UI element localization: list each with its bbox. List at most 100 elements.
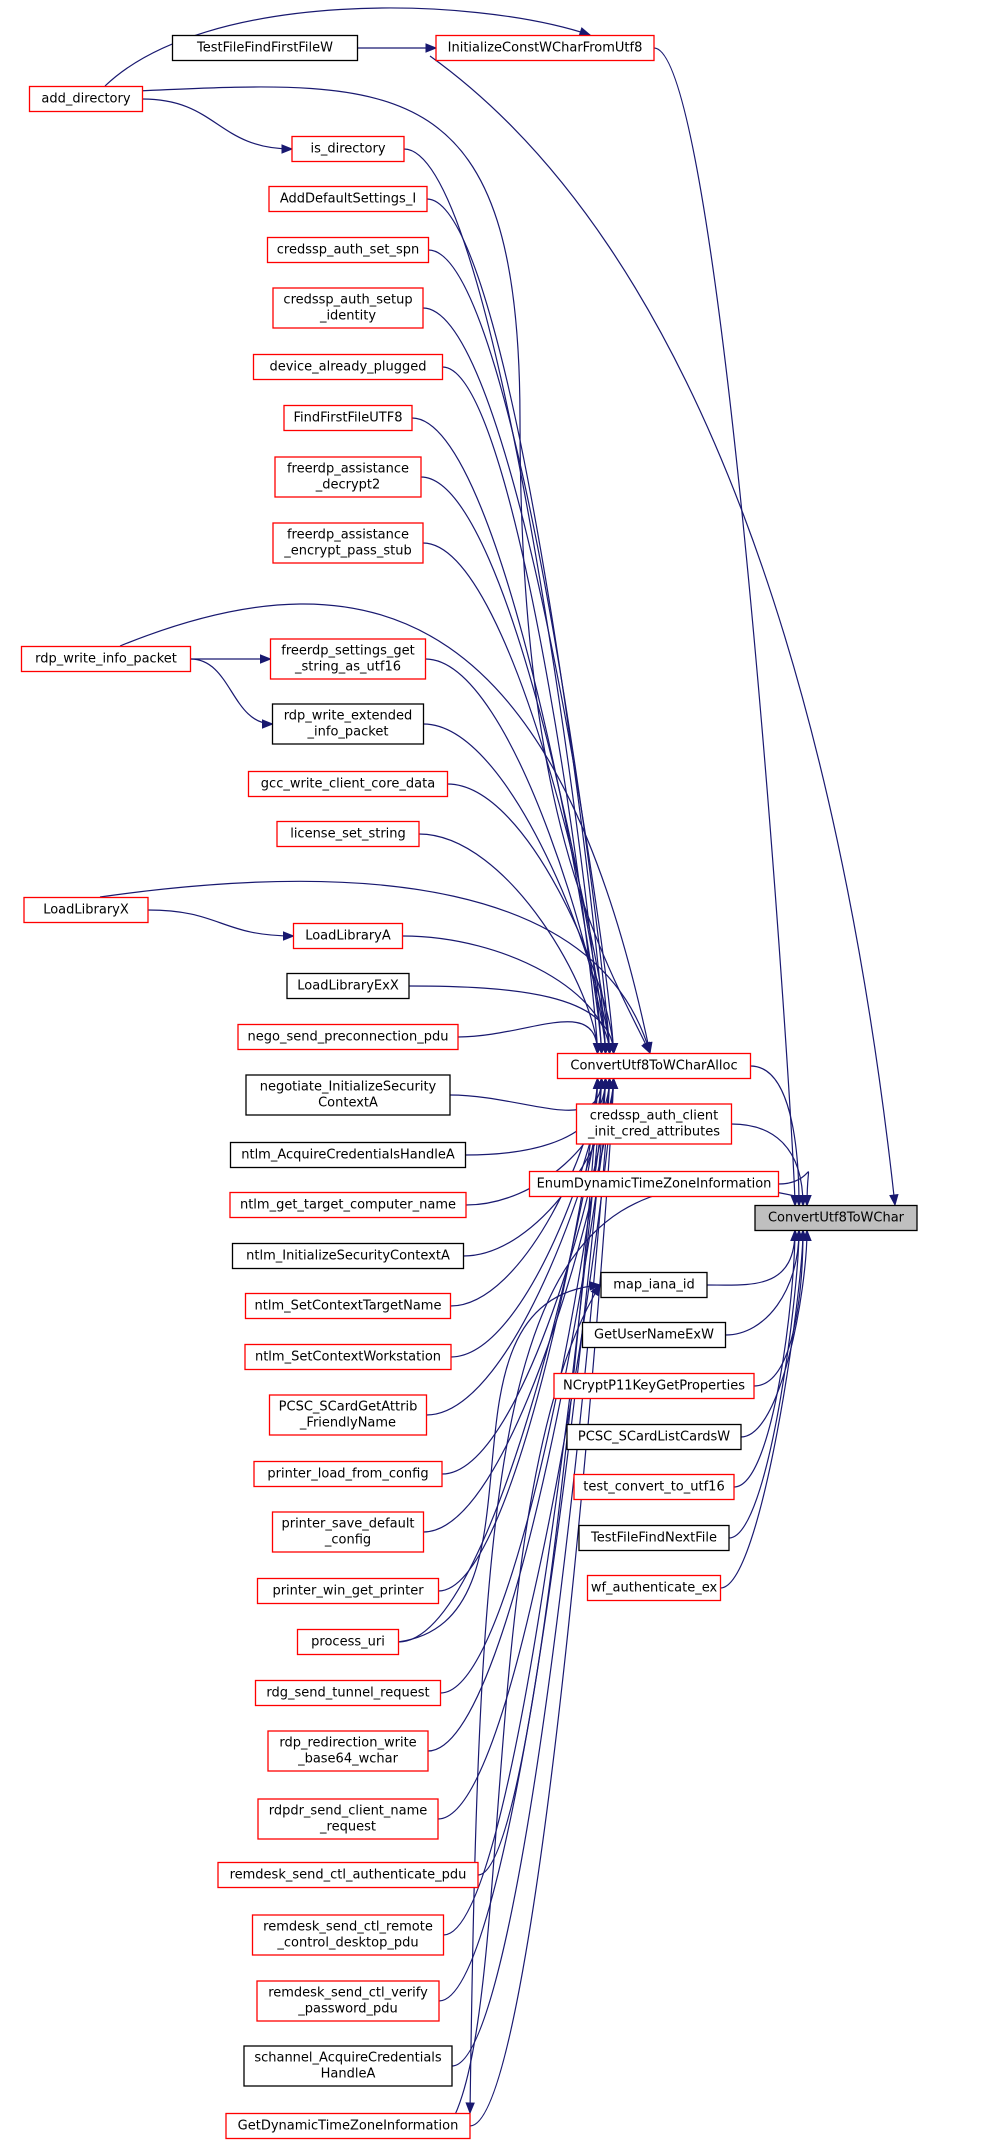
edge-n_caicca-to-n_focus [731, 1123, 804, 1206]
node-label: ConvertUtf8ToWCharAlloc [570, 1059, 737, 1074]
node-box [244, 1292, 452, 1320]
node-credssp-auth-setup-identity[interactable]: credssp_auth_setup_identity [272, 287, 424, 329]
node-testfilefindnextfile[interactable]: TestFileFindNextFile [578, 1524, 730, 1552]
node-rdg-send-tunnel-request[interactable]: rdg_send_tunnel_request [254, 1679, 442, 1707]
edge-n_nach-to-n_alloc [465, 1078, 607, 1156]
node-ntlm-initializesecuritycontexta[interactable]: ntlm_InitializeSecurityContextA [231, 1242, 465, 1270]
node-box [578, 1524, 730, 1552]
node-label: schannel_AcquireCredentials [254, 2051, 442, 2066]
node-box [286, 972, 410, 1000]
node-label: freerdp_settings_get [281, 644, 414, 659]
arrowhead-n_tffff-to-n_focus [889, 1194, 899, 1207]
node-box [272, 287, 424, 329]
node-pcsc-scardgetattrib-friendlyname[interactable]: PCSC_SCardGetAttrib_FriendlyName [268, 1394, 428, 1436]
node-add-directory[interactable]: add_directory [28, 85, 144, 113]
node-label: HandleA [321, 2067, 376, 2082]
edge-n_ngtcn-to-n_alloc [465, 1078, 611, 1206]
node-testfilefindfirstfilew[interactable]: TestFileFindFirstFileW [171, 34, 359, 62]
node-rdp-redirection-write-base64-wchar[interactable]: rdp_redirection_write_base64_wchar [267, 1730, 429, 1772]
node-label: PCSC_SCardGetAttrib [279, 1400, 418, 1415]
node-box [28, 85, 144, 113]
node-license-set-string[interactable]: license_set_string [276, 820, 420, 848]
node-loadlibraryx[interactable]: LoadLibraryX [23, 896, 149, 924]
node-map-iana-id[interactable]: map_iana_id [600, 1271, 708, 1299]
node-ntlm-get-target-computer-name[interactable]: ntlm_get_target_computer_name [229, 1191, 467, 1219]
node-label: printer_load_from_config [267, 1467, 428, 1482]
node-label: LoadLibraryExX [297, 979, 399, 994]
node-label: freerdp_assistance [287, 528, 409, 543]
node-rdp-write-extended-info-packet[interactable]: rdp_write_extended_info_packet [271, 703, 425, 745]
node-nego-send-preconnection-pdu[interactable]: nego_send_preconnection_pdu [237, 1023, 459, 1051]
node-loadlibrarya[interactable]: LoadLibraryA [292, 922, 404, 950]
node-negotiate-initializesecuritycontexta[interactable]: negotiate_InitializeSecurityContextA [245, 1074, 451, 1116]
node-label: _FriendlyName [299, 1416, 396, 1431]
node-ntlm-setcontexttargetname[interactable]: ntlm_SetContextTargetName [244, 1292, 452, 1320]
edge-n_lla-to-n_alloc [402, 935, 611, 1054]
node-adddefaultsettings-i[interactable]: AddDefaultSettings_I [268, 185, 428, 213]
node-freerdp-assistance-decrypt2[interactable]: freerdp_assistance_decrypt2 [274, 456, 422, 498]
node-printer-save-default-config[interactable]: printer_save_default_config [271, 1511, 425, 1553]
arrowhead-n_edtzi-to-n_focus [802, 1195, 812, 1207]
node-box [271, 703, 425, 745]
node-box [754, 1204, 918, 1232]
node-printer-win-get-printer[interactable]: printer_win_get_printer [256, 1577, 440, 1605]
node-findfirstfileutf8[interactable]: FindFirstFileUTF8 [283, 404, 413, 432]
node-ntlm-acquirecredentialshandlea[interactable]: ntlm_AcquireCredentialsHandleA [229, 1141, 467, 1169]
node-ncryptp11keygetproperties[interactable]: NCryptP11KeyGetProperties [553, 1372, 755, 1400]
node-gcc-write-client-core-data[interactable]: gcc_write_client_core_data [247, 770, 449, 798]
node-label: credssp_auth_client [590, 1109, 719, 1124]
node-label: EnumDynamicTimeZoneInformation [537, 1177, 772, 1192]
node-rdp-write-info-packet[interactable]: rdp_write_info_packet [20, 645, 192, 673]
node-remdesk-send-ctl-verify-password-pdu[interactable]: remdesk_send_ctl_verify_password_pdu [256, 1980, 440, 2022]
node-loadlibraryexx[interactable]: LoadLibraryExX [286, 972, 410, 1000]
node-box [276, 820, 420, 848]
node-box [229, 1191, 467, 1219]
node-rdpdr-send-client-name-request[interactable]: rdpdr_send_client_name_request [257, 1798, 439, 1840]
node-freerdp-assistance-encrypt-pass-stub[interactable]: freerdp_assistance_encrypt_pass_stub [272, 522, 424, 564]
node-freerdp-settings-get-string-as-utf16[interactable]: freerdp_settings_get_string_as_utf16 [269, 638, 427, 680]
node-box [247, 770, 449, 798]
node-schannel-acquirecredentialshandlea[interactable]: schannel_AcquireCredentialsHandleA [243, 2045, 453, 2087]
node-test-convert-to-utf16[interactable]: test_convert_to_utf16 [573, 1473, 735, 1501]
edge-n_tffnf-to-n_focus [728, 1230, 800, 1539]
node-remdesk-send-ctl-remote-control-desktop-pdu[interactable]: remdesk_send_ctl_remote_control_desktop_… [251, 1914, 445, 1956]
node-ntlm-setcontextworkstation[interactable]: ntlm_SetContextWorkstation [244, 1343, 452, 1371]
edge-n_fsgs-to-n_alloc [425, 658, 607, 1054]
node-credssp-auth-client-init-cred-attributes[interactable]: credssp_auth_client_init_cred_attributes [575, 1103, 733, 1145]
edge-n_sach-to-n_alloc [451, 1078, 611, 2067]
node-wf-authenticate-ex[interactable]: wf_authenticate_ex [586, 1574, 722, 1602]
node-pcsc-scardlistcardsw[interactable]: PCSC_SCardListCardsW [566, 1423, 742, 1451]
node-label: freerdp_assistance [287, 462, 409, 477]
node-printer-load-from-config[interactable]: printer_load_from_config [253, 1460, 443, 1488]
node-box [292, 922, 404, 950]
edge-n_tctu-to-n_focus [733, 1230, 796, 1488]
node-getdynamictimezoneinformation[interactable]: GetDynamicTimeZoneInformation [225, 2112, 471, 2140]
arrowhead-n_rwip-to-n_fsgs [260, 654, 272, 664]
node-label: FindFirstFileUTF8 [294, 411, 403, 426]
node-remdesk-send-ctl-authenticate-pdu[interactable]: remdesk_send_ctl_authenticate_pdu [217, 1861, 479, 1889]
node-enumdynamictimezoneinformation[interactable]: EnumDynamicTimeZoneInformation [528, 1170, 780, 1198]
node-initializeconstwcharfromutf8[interactable]: InitializeConstWCharFromUtf8 [435, 34, 655, 62]
node-box [256, 1980, 440, 2022]
node-getusernameexw[interactable]: GetUserNameExW [581, 1321, 727, 1349]
arrowhead-n_edtzi-to-n_gdtzi [465, 2102, 475, 2115]
node-is-directory[interactable]: is_directory [291, 135, 405, 163]
node-convertutf8towcharalloc[interactable]: ConvertUtf8ToWCharAlloc [556, 1052, 752, 1080]
node-box [581, 1321, 727, 1349]
node-process-uri[interactable]: process_uri [296, 1628, 400, 1656]
edge-n_faeps-to-n_alloc [422, 542, 611, 1054]
node-box [237, 1023, 459, 1051]
node-box [573, 1473, 735, 1501]
node-device-already-plugged[interactable]: device_already_plugged [252, 353, 444, 381]
node-label: remdesk_send_ctl_authenticate_pdu [230, 1868, 467, 1883]
node-box [20, 645, 192, 673]
edge-n_llx-to-n_lla [147, 909, 294, 937]
node-label: _config [324, 1533, 371, 1548]
arrowhead-n_adddir-to-n_init [578, 27, 592, 37]
node-credssp-auth-set-spn[interactable]: credssp_auth_set_spn [266, 236, 430, 264]
node-label: test_convert_to_utf16 [583, 1480, 724, 1495]
node-label: printer_save_default [281, 1517, 414, 1532]
node-label: nego_send_preconnection_pdu [248, 1030, 449, 1045]
edge-n_tffff-to-n_focus [429, 55, 896, 1206]
node-label: remdesk_send_ctl_verify [268, 1986, 428, 2001]
